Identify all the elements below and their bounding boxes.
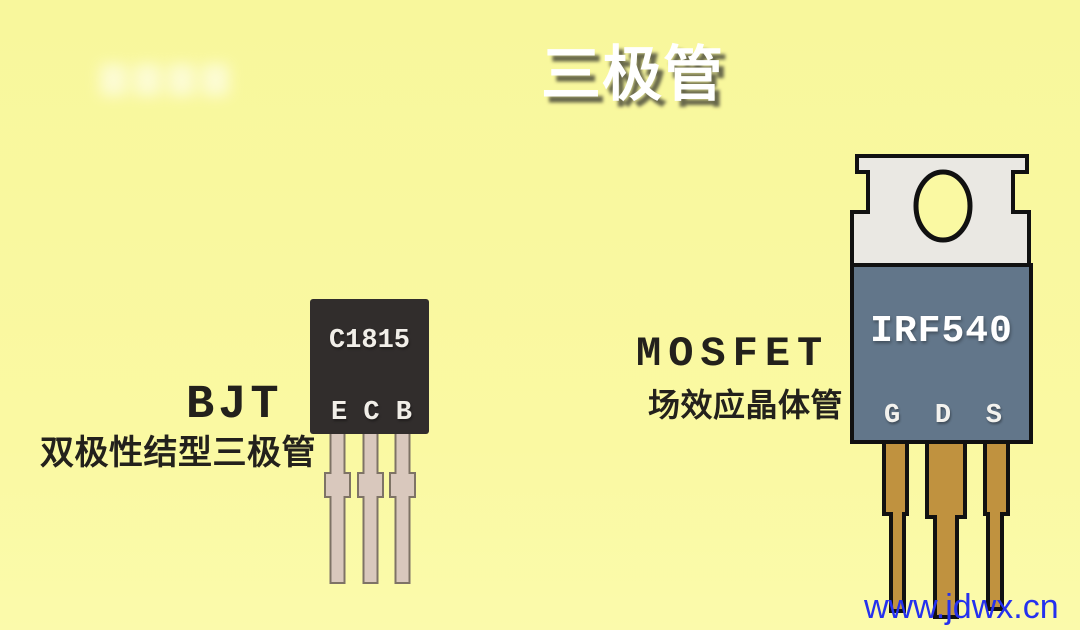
- mosfet-subtitle-label: 场效应晶体管: [648, 386, 844, 424]
- mosfet-pin-label-g: G: [884, 401, 901, 431]
- mosfet-mounting-hole: [913, 169, 973, 243]
- mosfet-pin-d-shape: [925, 438, 967, 619]
- mosfet-pin-label-s: S: [985, 401, 1002, 431]
- bjt-name-label: BJT: [186, 379, 283, 432]
- mosfet-pin-label-d: D: [934, 401, 952, 431]
- bjt-illustration: [310, 299, 429, 584]
- faint-watermark-glyph: [134, 64, 161, 96]
- bjt-subtitle-label: 双极性结型三极管: [40, 433, 316, 473]
- bjt-pin-label-c: C: [363, 398, 380, 428]
- bjt-pin-labels: E C B: [331, 398, 412, 428]
- faint-watermark-glyph: [202, 64, 229, 96]
- faint-watermark-glyph: [100, 64, 127, 96]
- bjt-pin-label-b: B: [395, 398, 412, 428]
- mosfet-body-shape: [850, 263, 1033, 444]
- bjt-pin-e-shape: [324, 431, 351, 584]
- page-title: 三极管: [541, 40, 724, 110]
- bjt-pin-label-e: E: [331, 398, 348, 428]
- mosfet-name-label: MOSFET: [636, 330, 830, 378]
- faint-watermark: [100, 64, 229, 96]
- mosfet-illustration: [850, 154, 1033, 619]
- mosfet-pin-g-shape: [882, 438, 909, 613]
- faint-watermark-glyph: [168, 64, 195, 96]
- bjt-pin-c-shape: [357, 431, 384, 584]
- mosfet-pin-s-shape: [983, 438, 1010, 611]
- bjt-part-number: C1815: [328, 326, 410, 356]
- mosfet-part-number: IRF540: [870, 310, 1013, 353]
- mosfet-pin-labels: G D S: [884, 401, 1002, 431]
- bjt-pin-b-shape: [389, 431, 416, 584]
- bjt-body-shape: [310, 299, 429, 434]
- url-watermark: www.jdwx.cn: [864, 588, 1059, 626]
